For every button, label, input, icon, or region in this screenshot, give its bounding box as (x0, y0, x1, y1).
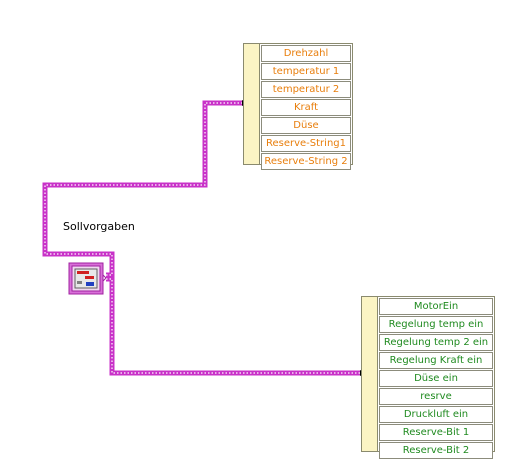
unbundle-element[interactable]: Reserve-Bit 2 (379, 442, 493, 459)
unbundle-element[interactable]: MotorEin (379, 298, 493, 315)
unbundle-element[interactable]: Reserve-String1 (261, 135, 351, 152)
unbundle-element[interactable]: Reserve-Bit 1 (379, 424, 493, 441)
unbundle-element[interactable]: Regelung Kraft ein (379, 352, 493, 369)
cluster-label: Sollvorgaben (63, 220, 135, 233)
cluster-constant-icon[interactable] (68, 262, 106, 295)
unbundle-element[interactable]: temperatur 2 (261, 81, 351, 98)
unbundle-element[interactable]: temperatur 1 (261, 63, 351, 80)
unbundle-bar (362, 297, 378, 451)
cluster-wire-top[interactable] (42, 100, 242, 278)
unbundle-by-name-booleans[interactable]: MotorEin Regelung temp ein Regelung temp… (361, 296, 495, 459)
unbundle-element[interactable]: Drehzahl (261, 45, 351, 62)
unbundle-element[interactable]: Kraft (261, 99, 351, 116)
unbundle-element[interactable]: Druckluft ein (379, 406, 493, 423)
unbundle-bar (244, 44, 260, 164)
cluster-wire-bottom[interactable] (106, 276, 360, 376)
unbundle-by-name-strings[interactable]: Drehzahl temperatur 1 temperatur 2 Kraft… (243, 43, 353, 170)
unbundle-element[interactable]: Regelung temp 2 ein (379, 334, 493, 351)
unbundle-element[interactable]: Reserve-String 2 (261, 153, 351, 170)
unbundle-element[interactable]: Düse ein (379, 370, 493, 387)
unbundle-element[interactable]: resrve (379, 388, 493, 405)
unbundle-element[interactable]: Regelung temp ein (379, 316, 493, 333)
unbundle-element[interactable]: Düse (261, 117, 351, 134)
